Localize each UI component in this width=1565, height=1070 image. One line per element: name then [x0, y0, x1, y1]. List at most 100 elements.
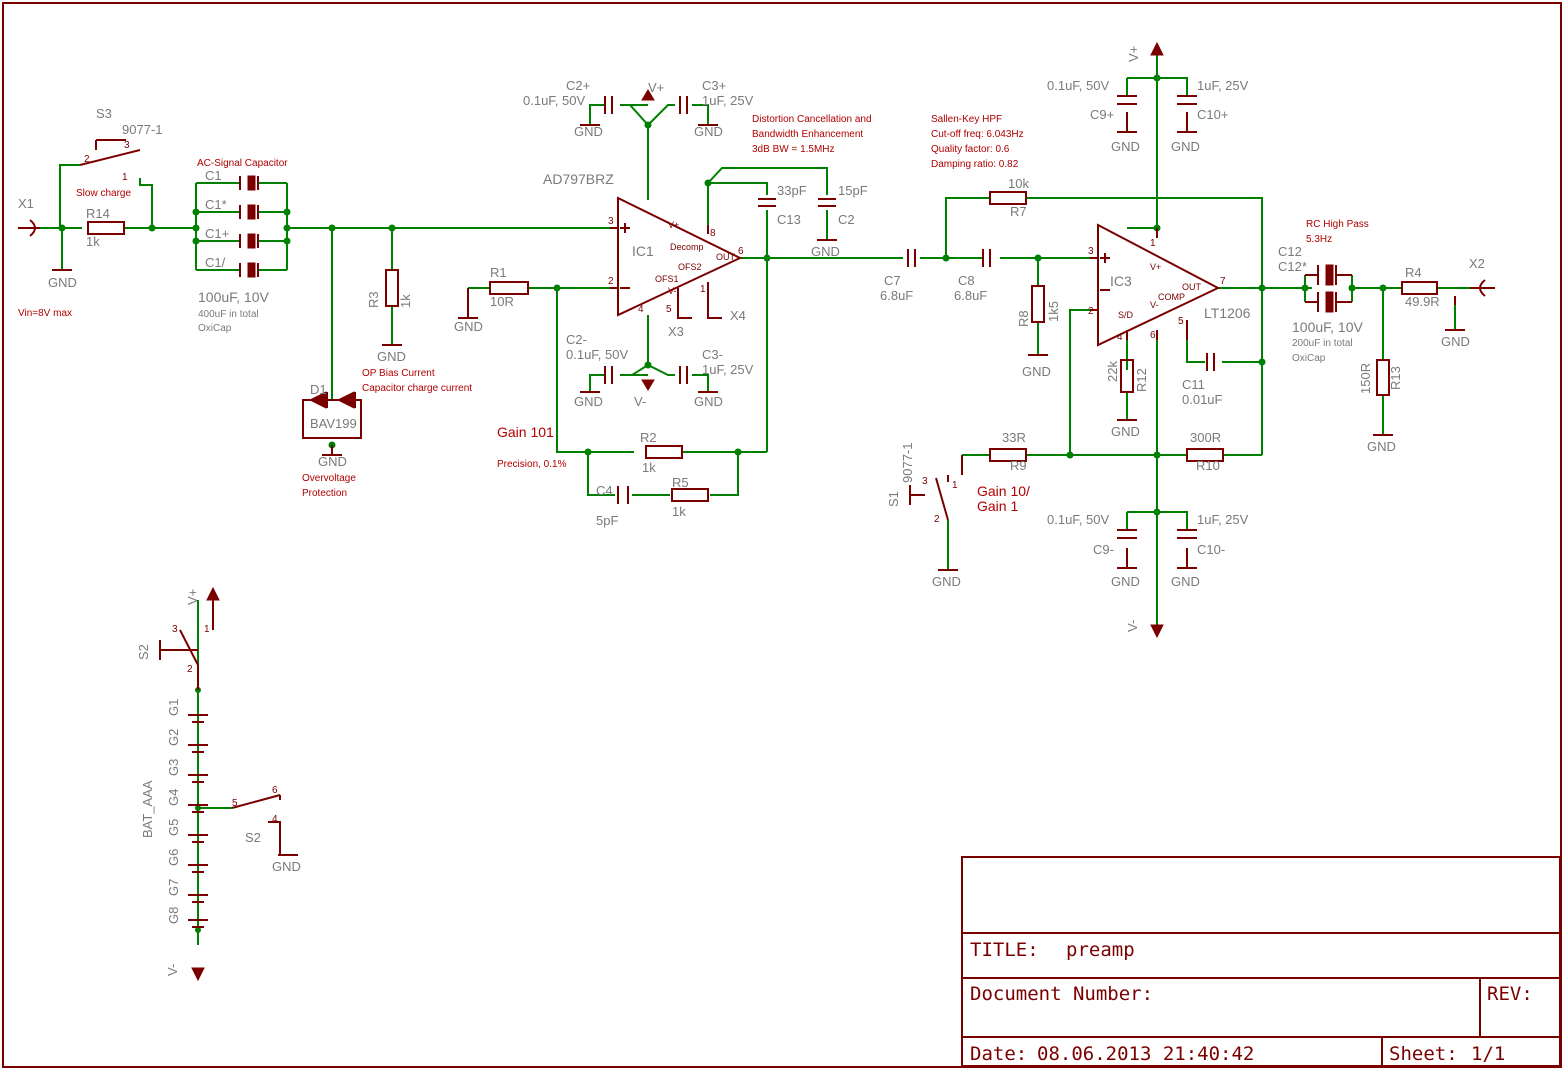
- d1-label: D1: [310, 382, 327, 397]
- s3-pin2: 2: [84, 154, 90, 165]
- c1p-label: C1+: [205, 226, 229, 241]
- junctions: [58, 74, 1387, 933]
- distortion-note2: Bandwidth Enhancement: [752, 129, 863, 140]
- ic1-part: AD797BRZ: [543, 171, 614, 187]
- r10-value: 300R: [1190, 430, 1221, 445]
- c12-value: 100uF, 10V: [1292, 319, 1363, 335]
- vplus-ic1: V+: [648, 80, 664, 95]
- c9m-value: 0.1uF, 50V: [1047, 512, 1109, 527]
- ic3-vm: V-: [1150, 300, 1159, 310]
- ic3-pin7: 7: [1220, 276, 1226, 287]
- gnd-r13: GND: [1367, 439, 1396, 454]
- ic1-vp: V+: [668, 220, 679, 230]
- s2b-pin6: 6: [272, 785, 278, 796]
- g6-label: G6: [166, 849, 181, 866]
- gnd-c9m: GND: [1111, 574, 1140, 589]
- s1-label: S1: [886, 491, 901, 507]
- c13-label: C13: [777, 212, 801, 227]
- r5-value: 1k: [672, 504, 686, 519]
- date-label: Date:: [970, 1043, 1027, 1065]
- sk-note2: Cut-off freq: 6.043Hz: [931, 129, 1024, 140]
- c1-note2: OxiCap: [198, 323, 232, 334]
- ic1-label: IC1: [632, 243, 654, 259]
- r8-value: 1k5: [1046, 301, 1061, 322]
- gnd-d1: GND: [318, 454, 347, 469]
- gnd-c2m: GND: [574, 394, 603, 409]
- c9p-value: 0.1uF, 50V: [1047, 78, 1109, 93]
- ic1-out: OUT: [716, 252, 736, 262]
- gnd-c2: GND: [811, 244, 840, 259]
- op-bias-note2: Capacitor charge current: [362, 383, 472, 394]
- c2m-value: 0.1uF, 50V: [566, 347, 628, 362]
- x4-label: X4: [730, 308, 746, 323]
- gnd-x2: GND: [1441, 334, 1470, 349]
- g2-label: G2: [166, 729, 181, 746]
- c10p-value: 1uF, 25V: [1197, 78, 1249, 93]
- c3m-label: C3-: [702, 347, 723, 362]
- gnd-x1: GND: [48, 275, 77, 290]
- gnd-r1: GND: [454, 319, 483, 334]
- r5-label: R5: [672, 475, 689, 490]
- docnum-label: Document Number:: [970, 983, 1153, 1005]
- c9p-label: C9+: [1090, 107, 1114, 122]
- r14-label: R14: [86, 206, 110, 221]
- c3m-value: 1uF, 25V: [702, 362, 754, 377]
- c7-label: C7: [884, 273, 901, 288]
- c1-note1: 400uF in total: [198, 309, 259, 320]
- gnd-c10p: GND: [1171, 139, 1200, 154]
- s2-label-top: S2: [136, 644, 151, 660]
- gain101-note: Gain 101: [497, 424, 554, 440]
- r1-label: R1: [490, 265, 507, 280]
- c2m-label: C2-: [566, 332, 587, 347]
- r7-value: 10k: [1008, 176, 1029, 191]
- c8-value: 6.8uF: [954, 288, 987, 303]
- gnd-c9p: GND: [1111, 139, 1140, 154]
- ic3-label: IC3: [1110, 273, 1132, 289]
- gnd-bat: GND: [272, 859, 301, 874]
- ic1-ofs2: OFS2: [678, 262, 702, 272]
- vminus-ic1: V-: [634, 394, 646, 409]
- symbols: [18, 41, 1495, 982]
- op-bias-note1: OP Bias Current: [362, 368, 435, 379]
- vin-note: Vin=8V max: [18, 308, 72, 319]
- x2-label: X2: [1469, 256, 1485, 271]
- date-value: 08.06.2013 21:40:42: [1037, 1043, 1254, 1065]
- s2-pin2: 2: [187, 664, 193, 675]
- r2-label: R2: [640, 430, 657, 445]
- c10m-label: C10-: [1197, 542, 1225, 557]
- ic3-pin5: 5: [1178, 316, 1184, 327]
- r9-label: R9: [1010, 458, 1027, 473]
- ic3-sd: S/D: [1118, 310, 1134, 320]
- ic3-pin4: 4: [1117, 332, 1123, 343]
- title-block: TITLE: preamp Document Number: REV: Date…: [961, 856, 1561, 1067]
- r9-value: 33R: [1002, 430, 1026, 445]
- r1-value: 10R: [490, 294, 514, 309]
- bat-label: BAT_AAA: [140, 780, 155, 838]
- r12-label: R12: [1134, 368, 1149, 392]
- sk-note4: Damping ratio: 0.82: [931, 159, 1019, 170]
- r4-value: 49.9R: [1405, 294, 1440, 309]
- c2-value: 15pF: [838, 183, 868, 198]
- ic3-vp: V+: [1150, 262, 1161, 272]
- s3-label: S3: [96, 106, 112, 121]
- vplus-ic3: V+: [1126, 46, 1141, 62]
- overvolt-note1: Overvoltage: [302, 473, 356, 484]
- sk-note1: Sallen-Key HPF: [931, 114, 1002, 125]
- sheet-value: 1/1: [1471, 1043, 1505, 1065]
- r10-label: R10: [1196, 458, 1220, 473]
- title-label: TITLE:: [970, 939, 1039, 961]
- c12-note1: 200uF in total: [1292, 338, 1353, 349]
- s2-pin3: 3: [172, 624, 178, 635]
- gnd-c3p: GND: [694, 124, 723, 139]
- s1-pin2: 2: [934, 514, 940, 525]
- c2p-label: C2+: [566, 78, 590, 93]
- c11-value: 0.01uF: [1182, 392, 1223, 407]
- x1-label: X1: [18, 196, 34, 211]
- r3-value: 1k: [398, 294, 413, 308]
- ic3-part: LT1206: [1204, 305, 1251, 321]
- rc-note2: 5.3Hz: [1306, 234, 1332, 245]
- rev-label: REV:: [1487, 983, 1533, 1005]
- ic1-decomp: Decomp: [670, 242, 704, 252]
- c1-label: C1: [205, 168, 222, 183]
- s2b-pin5: 5: [232, 798, 238, 809]
